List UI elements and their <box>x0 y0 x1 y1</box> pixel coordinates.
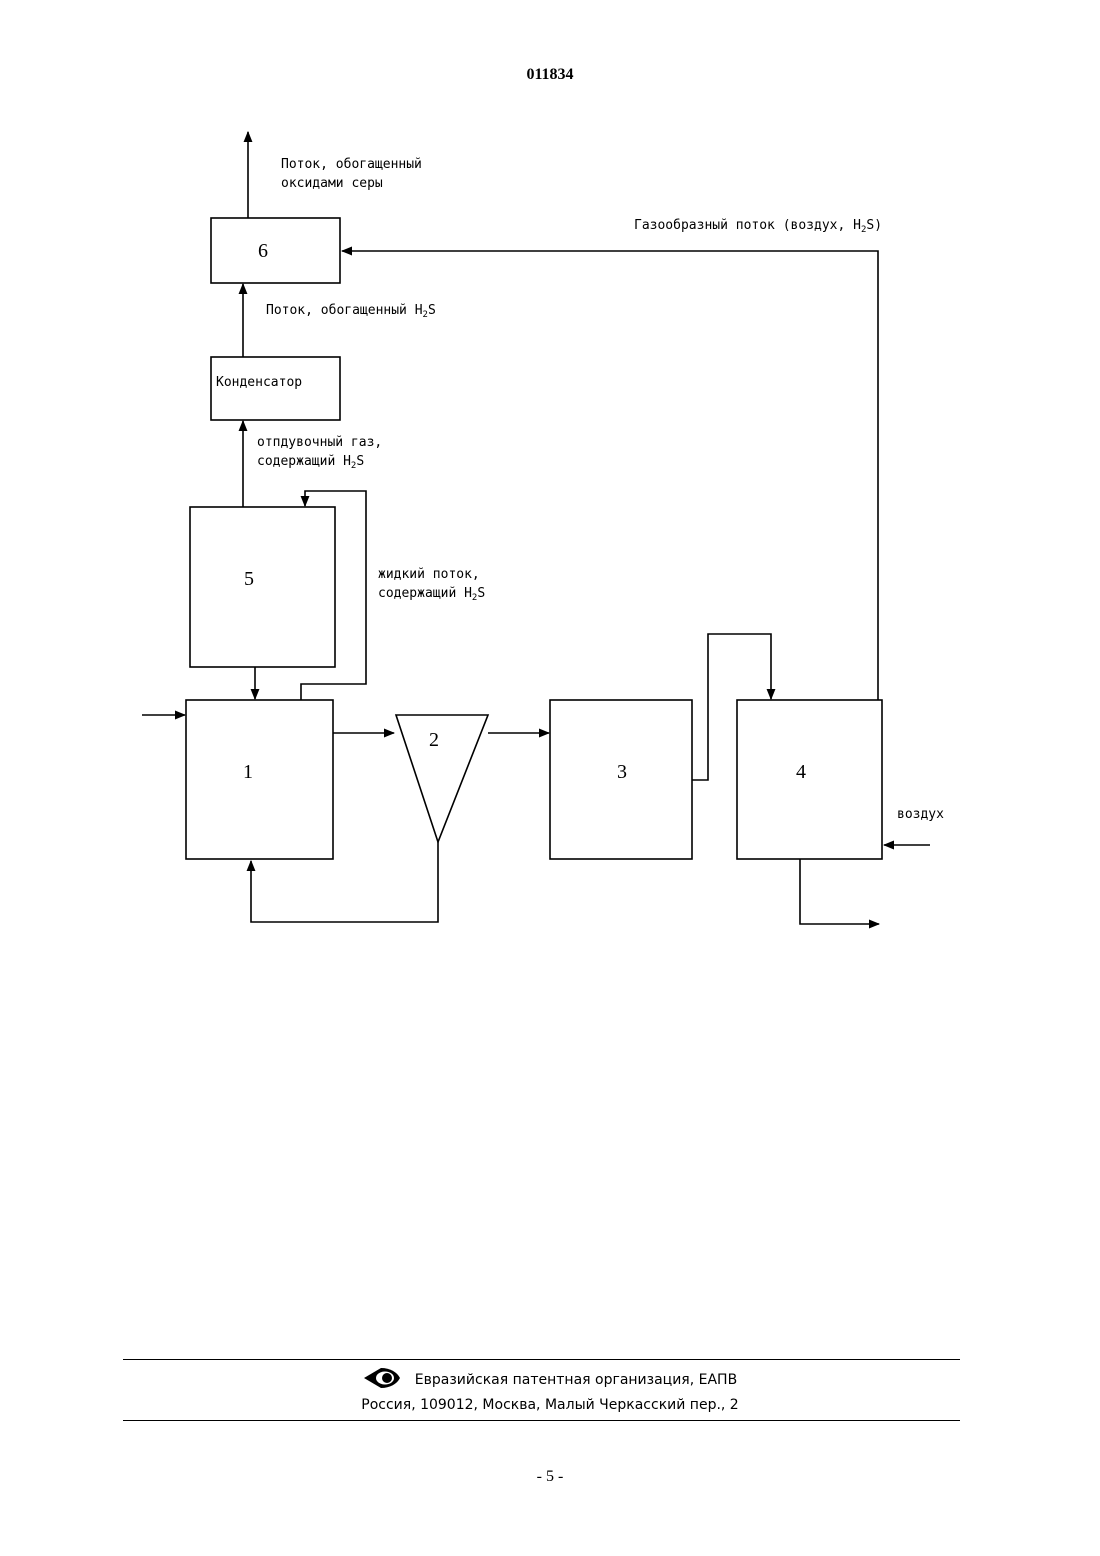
liquid-stream-label-1: жидкий поток, <box>378 567 480 582</box>
unit-6-label: 6 <box>258 240 268 262</box>
footer-bottom-rule <box>123 1420 960 1421</box>
liquid-recycle-line <box>301 491 366 700</box>
eapo-eye-logo-icon <box>363 1367 401 1393</box>
process-flow-diagram: 6 Конденсатор 5 1 2 3 4 Поток, обогащенн… <box>0 0 1100 1000</box>
strip-gas-S: S <box>356 454 364 469</box>
page-number-footer: - 5 - <box>0 1468 1100 1486</box>
footer-organization-text: Евразийская патентная организация, ЕАПВ <box>415 1372 737 1388</box>
footer-top-rule <box>123 1359 960 1360</box>
strip-gas-label-1: отпдувочный газ, <box>257 435 382 450</box>
unit3-to-unit4-line <box>692 634 771 780</box>
footer-address: Россия, 109012, Москва, Малый Черкасский… <box>0 1397 1100 1413</box>
unit2-underflow-recycle <box>251 842 438 922</box>
gas-stream-label-suffix: S) <box>866 218 882 233</box>
footer-organization: Евразийская патентная организация, ЕАПВ <box>0 1367 1100 1393</box>
unit-5-label: 5 <box>244 568 254 590</box>
h2s-enriched-S: S <box>428 303 436 318</box>
unit-4-label: 4 <box>796 761 806 783</box>
liquid-stream-label-2: содержащий H2S <box>378 586 485 603</box>
unit-5-box <box>190 507 335 667</box>
unit-3-label: 3 <box>617 761 627 783</box>
gas-stream-label-prefix: Газообразный поток (воздух, H <box>634 218 861 233</box>
air-label: воздух <box>897 807 944 822</box>
h2s-enriched-prefix: Поток, обогащенный H <box>266 303 423 318</box>
liquid-stream-prefix: содержащий H <box>378 586 472 601</box>
h2s-enriched-label: Поток, обогащенный H2S <box>266 303 436 320</box>
strip-gas-prefix: содержащий H <box>257 454 351 469</box>
unit-1-box <box>186 700 333 859</box>
sox-stream-label-2: оксидами серы <box>281 176 383 191</box>
unit-6-box <box>211 218 340 283</box>
strip-gas-label-2: содержащий H2S <box>257 454 364 471</box>
unit4-outlet-arrow <box>800 859 879 924</box>
unit-2-label: 2 <box>429 729 439 751</box>
unit-2-separator <box>396 715 488 842</box>
unit-1-label: 1 <box>243 761 253 783</box>
unit-4-box <box>737 700 882 859</box>
condenser-label: Конденсатор <box>216 375 302 390</box>
liquid-stream-S: S <box>477 586 485 601</box>
sox-stream-label-1: Поток, обогащенный <box>281 157 422 172</box>
gas-stream-label: Газообразный поток (воздух, H2S) <box>634 218 882 235</box>
